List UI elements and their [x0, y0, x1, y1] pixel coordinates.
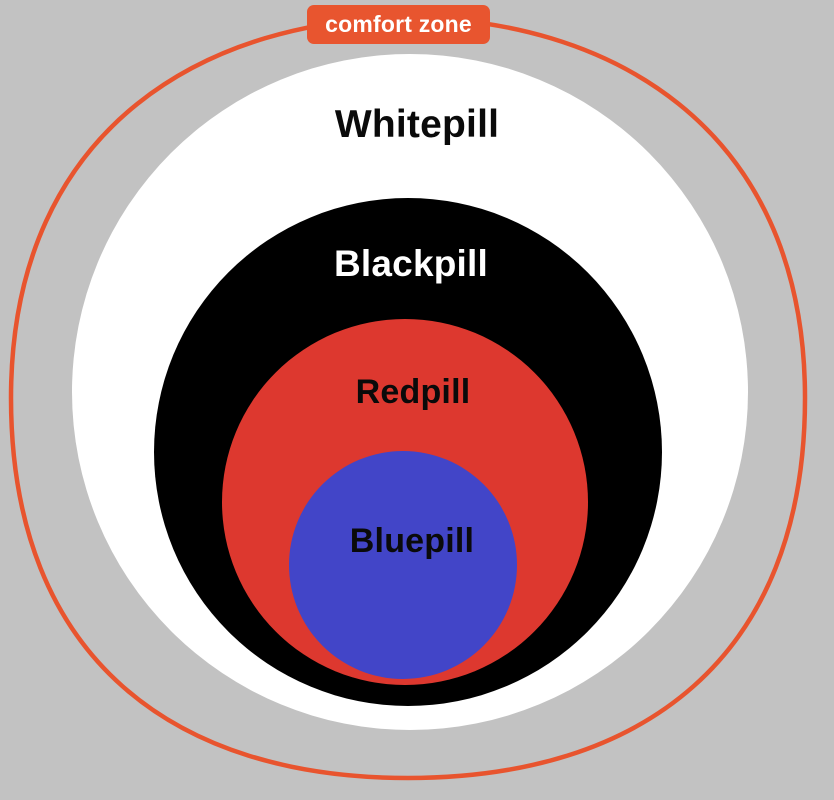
- comfort-zone-outline: [8, 15, 808, 781]
- comfort-zone-badge: comfort zone: [307, 5, 490, 44]
- circle-bluepill: [289, 451, 517, 679]
